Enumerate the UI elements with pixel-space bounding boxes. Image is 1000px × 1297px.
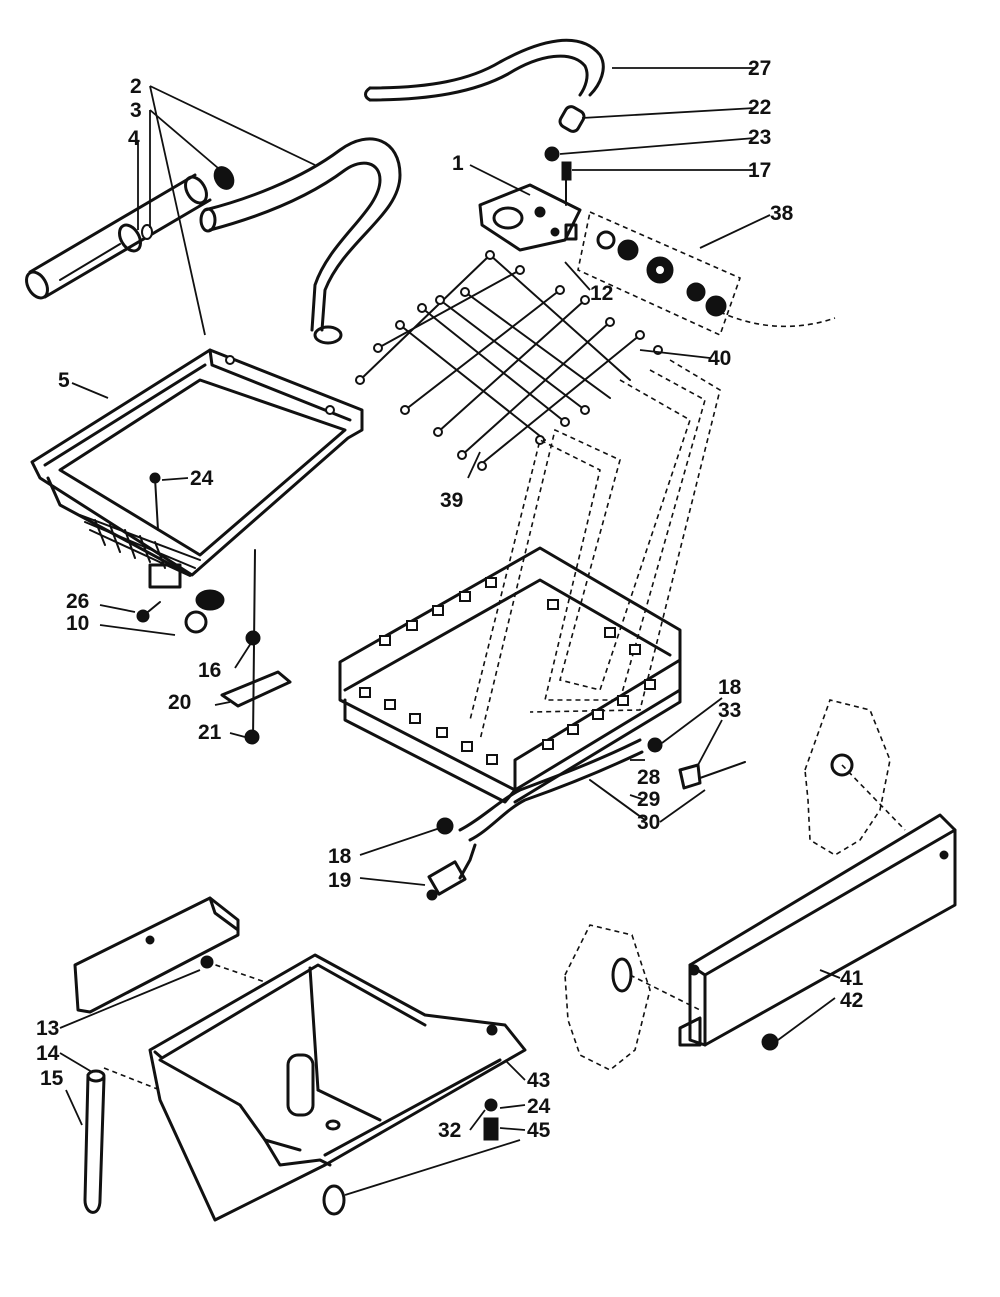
- callout-27: 27: [748, 57, 772, 80]
- hose-part-2: [199, 137, 402, 345]
- callout-43: 43: [527, 1069, 551, 1092]
- leader-lines: [59, 67, 841, 1196]
- callout-29: 29: [637, 788, 661, 811]
- callout-33: 33: [718, 699, 742, 722]
- callout-20: 20: [168, 691, 192, 714]
- callout-17: 17: [748, 159, 772, 182]
- callout-28: 28: [637, 766, 661, 789]
- callout-5: 5: [58, 369, 70, 392]
- callout-24-upper: 24: [190, 467, 214, 490]
- callout-13: 13: [36, 1017, 60, 1040]
- ice-mold-part-5: [30, 348, 364, 634]
- callout-24-lower: 24: [527, 1095, 551, 1118]
- callout-38: 38: [770, 202, 794, 225]
- callout-4: 4: [128, 127, 140, 150]
- callout-39: 39: [440, 489, 464, 512]
- screw-part-17: [561, 161, 572, 206]
- callout-22: 22: [748, 96, 772, 119]
- callout-1: 1: [452, 152, 464, 175]
- callout-3: 3: [130, 99, 142, 122]
- callout-10: 10: [66, 612, 90, 635]
- hose-part-27: [364, 38, 605, 102]
- callout-18-left: 18: [328, 845, 352, 868]
- fill-tube-part-4: [25, 173, 212, 300]
- callout-18-right: 18: [718, 676, 742, 699]
- frame-holes: [359, 577, 656, 765]
- door-cutout-upper: [804, 699, 906, 856]
- callout-19: 19: [328, 869, 352, 892]
- bracket-part-13: [73, 896, 266, 1014]
- callout-12: 12: [590, 282, 614, 305]
- mold-support-frame: [338, 546, 746, 901]
- callout-40: 40: [708, 347, 732, 370]
- screw-part-26: [136, 601, 161, 623]
- nut-part-23: [544, 146, 560, 162]
- callout-14: 14: [36, 1042, 60, 1065]
- callout-32: 32: [438, 1119, 462, 1142]
- clamp-part-3: [141, 166, 235, 240]
- callout-16: 16: [198, 659, 222, 682]
- callout-42: 42: [840, 989, 864, 1012]
- cover-panel-part-41: [678, 813, 957, 1051]
- callout-41: 41: [840, 967, 864, 990]
- door-cutout-lower: [564, 924, 701, 1071]
- valve-kit-part-38: [577, 210, 836, 337]
- callout-2: 2: [130, 75, 142, 98]
- connector-part-22: [558, 105, 586, 133]
- valve-part-1: [478, 183, 582, 252]
- ice-bin-part-43: [148, 953, 527, 1222]
- wire-grid-part-40: [355, 250, 721, 741]
- callout-23: 23: [748, 126, 772, 149]
- callout-26: 26: [66, 590, 90, 613]
- callout-45: 45: [527, 1119, 551, 1142]
- tube-part-15: [83, 1067, 161, 1214]
- bracket-part-20: [220, 549, 292, 745]
- callout-21: 21: [198, 721, 222, 744]
- callout-15: 15: [40, 1067, 64, 1090]
- callout-30: 30: [637, 811, 661, 834]
